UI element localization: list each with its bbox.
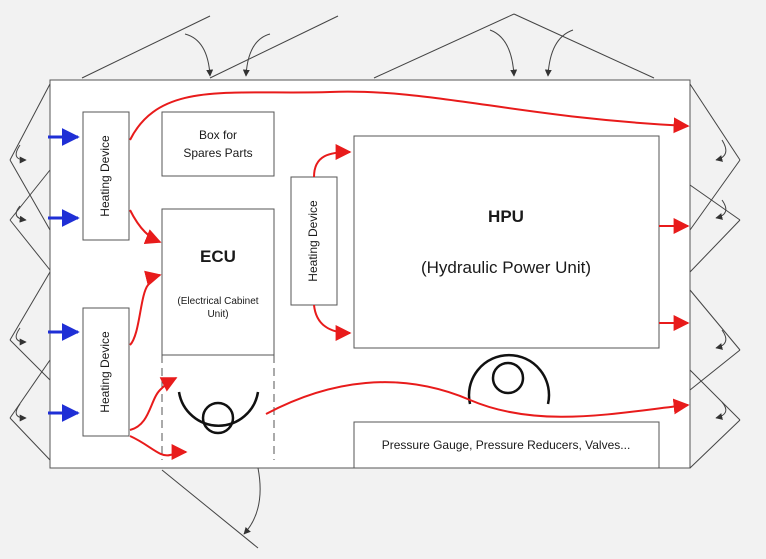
door-swing-icon (9, 83, 51, 461)
heating-device-middle (290, 176, 338, 306)
fan-icon (177, 391, 260, 435)
ecu-title: ECU (200, 247, 236, 266)
heating-device-top-left (82, 111, 130, 241)
door-swing-icon (161, 467, 261, 549)
hpu-subtitle: (Hydraulic Power Unit) (421, 258, 591, 277)
door-swing-icon (81, 13, 655, 79)
airflow-internal-arrows (129, 90, 690, 461)
ecu-subtitle-line1: (Electrical Cabinet (177, 296, 258, 307)
heating-device-label: Heating Device (98, 135, 112, 217)
pressure-box (353, 421, 660, 469)
hpu-title: HPU (488, 207, 524, 226)
spares-box (161, 111, 275, 177)
dashed-compartment (161, 355, 275, 460)
pressure-box-label: Pressure Gauge, Pressure Reducers, Valve… (382, 438, 631, 452)
door-swing-icon (689, 83, 741, 469)
heating-device-bottom-left (82, 307, 130, 437)
heating-device-label: Heating Device (306, 200, 320, 282)
spares-box-label-line1: Box for (199, 128, 237, 142)
heating-device-label: Heating Device (98, 331, 112, 413)
fan-icon (467, 353, 551, 405)
hpu-box (353, 135, 660, 349)
ecu-box (161, 208, 275, 356)
ecu-subtitle-line2: Unit) (207, 309, 228, 320)
spares-box-label-line2: Spares Parts (183, 146, 252, 160)
airflow-intake-arrows (48, 128, 80, 422)
